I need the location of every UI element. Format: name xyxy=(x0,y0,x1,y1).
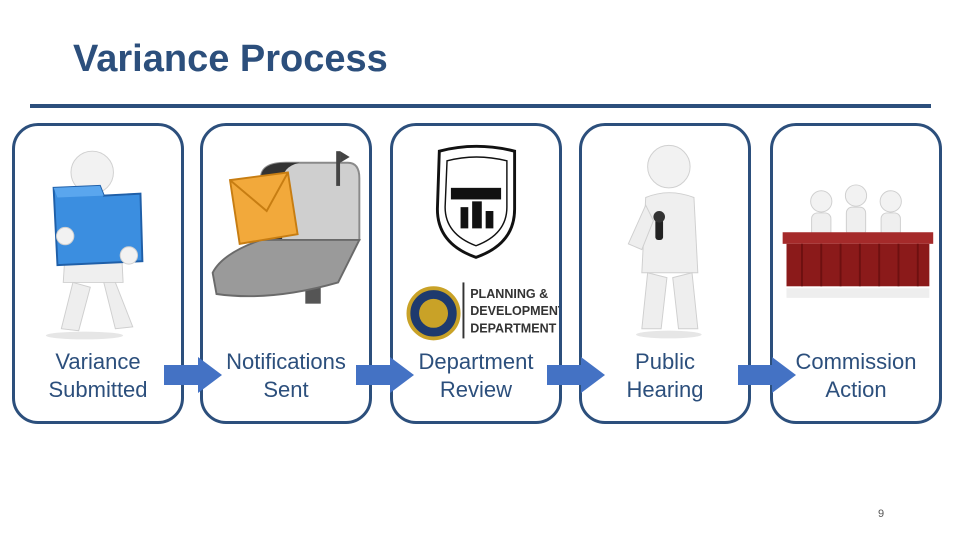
step-label: Variance Submitted xyxy=(48,349,148,402)
commission-panel-icon xyxy=(782,184,934,298)
slide-title: Variance Process xyxy=(73,38,388,80)
arrow-right-icon xyxy=(738,357,796,393)
arrow-right-icon xyxy=(164,357,222,393)
step-label: Department Review xyxy=(418,349,534,402)
figure-carrying-folder-icon xyxy=(45,150,144,340)
step-card-notifications-sent: Notifications Sent xyxy=(200,123,372,424)
arrow-right-icon xyxy=(356,357,414,393)
mailbox-envelope-icon xyxy=(211,151,361,304)
title-underline xyxy=(30,104,931,108)
step-card-department-review: PLANNING & DEVELOPMENT DEPARTMENT Depart… xyxy=(390,123,562,424)
planning-logo-line-2: DEVELOPMENT xyxy=(470,304,559,318)
step-label: Commission Action xyxy=(795,349,917,402)
step-label: Public Hearing xyxy=(626,349,704,402)
speaker-microphone-icon xyxy=(627,144,702,339)
planning-logo-line-3: DEPARTMENT xyxy=(470,322,556,336)
planning-logo-line-1: PLANNING & xyxy=(470,287,548,301)
step-card-variance-submitted: Variance Submitted xyxy=(12,123,184,424)
step-card-public-hearing: Public Hearing xyxy=(579,123,751,424)
arrow-right-icon xyxy=(547,357,605,393)
page-number: 9 xyxy=(878,508,885,520)
department-logos-icon: PLANNING & DEVELOPMENT DEPARTMENT xyxy=(406,144,559,341)
step-label: Notifications Sent xyxy=(226,349,346,402)
step-card-commission-action: Commission Action xyxy=(770,123,942,424)
